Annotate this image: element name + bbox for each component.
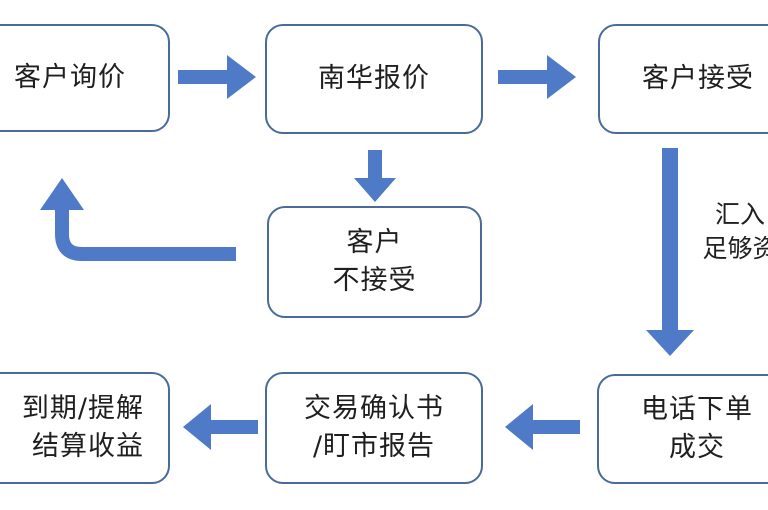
node-label-line2: 成交 [669, 432, 725, 463]
edge-label-line2: 足够资 [702, 234, 768, 263]
node-label-line1: 电话下单 [641, 394, 753, 425]
arrow-accept-to-order [646, 148, 694, 356]
arrow-inquiry-to-quote [178, 55, 256, 99]
arrow-reject-to-inquiry [55, 208, 236, 261]
arrow-quote-to-reject [354, 150, 396, 202]
node-customer-inquiry: 客户询价 [0, 24, 170, 132]
node-label-line1: 客户 [346, 227, 403, 258]
edge-label-deposit: 汇入 足够资 [690, 198, 768, 266]
node-trade-confirmation: 交易确认书 /盯市报告 [265, 372, 483, 484]
node-label-line2: /盯市报告 [312, 431, 436, 462]
node-label-line2: 不接受 [332, 265, 417, 296]
node-customer-accept: 客户接受 [598, 24, 768, 134]
node-phone-order: 电话下单 成交 [597, 374, 768, 484]
edge-label-line1: 汇入 [714, 200, 765, 229]
arrow-order-to-confirmation [505, 404, 580, 450]
node-label-line2: 结算收益 [32, 431, 144, 462]
node-customer-reject: 客户 不接受 [267, 206, 482, 318]
node-label-line1: 交易确认书 [304, 393, 444, 424]
node-label-line1: 到期/提解 [21, 393, 144, 424]
arrow-confirmation-to-settlement [183, 404, 258, 450]
arrow-quote-to-accept [498, 55, 576, 99]
arrow-reject-to-inquiry-head [40, 178, 84, 210]
node-label: 客户接受 [642, 63, 754, 94]
node-nanhua-quote: 南华报价 [265, 24, 483, 134]
node-expiry-settlement: 到期/提解 结算收益 [0, 372, 170, 484]
node-label: 客户询价 [14, 62, 126, 93]
node-label: 南华报价 [318, 63, 430, 94]
